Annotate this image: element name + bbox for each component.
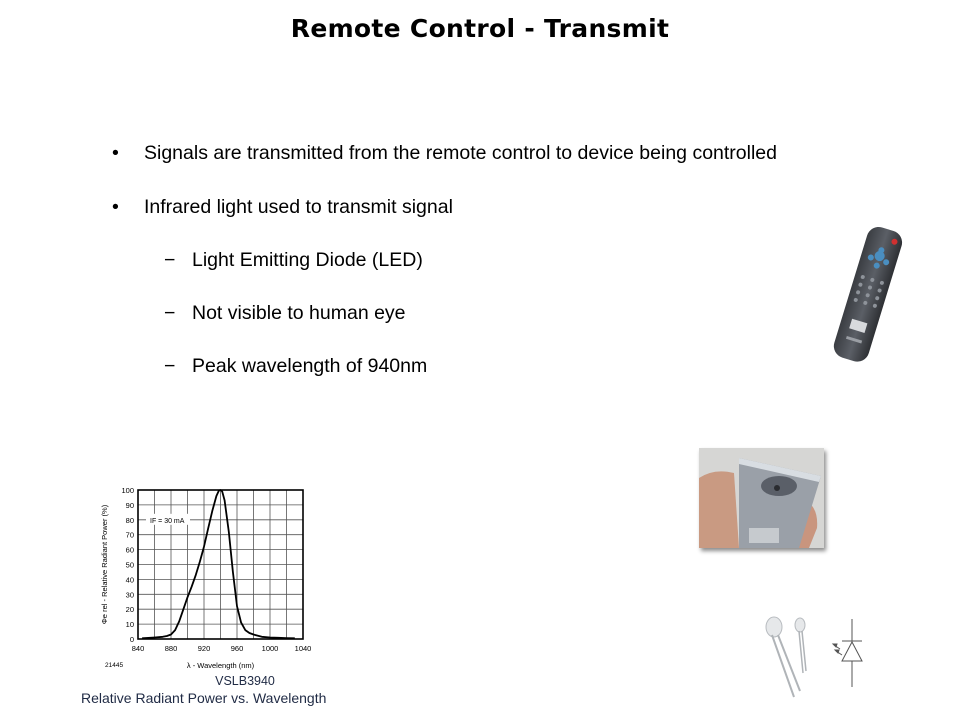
spectrum-curve [142, 489, 295, 640]
svg-text:Φe rel - Relative Radiant Powe: Φe rel - Relative Radiant Power (%) [100, 504, 109, 624]
spectrum-chart: 0 10 20 30 40 50 60 70 80 90 100 840 880 920 960 1000 10… [81, 484, 365, 720]
sub-bullet-text: Not visible to human eye [192, 302, 406, 324]
svg-text:1000: 1000 [262, 644, 279, 653]
svg-text:0: 0 [130, 635, 134, 644]
svg-text:840: 840 [132, 644, 145, 653]
svg-text:IF = 30 mA: IF = 30 mA [150, 518, 185, 525]
svg-text:100: 100 [121, 486, 134, 495]
led-component-icon [765, 616, 807, 698]
svg-text:80: 80 [126, 516, 134, 525]
svg-text:90: 90 [126, 501, 134, 510]
led-image [765, 616, 863, 698]
slide-title: Remote Control - Transmit [290, 14, 670, 43]
svg-text:70: 70 [126, 531, 134, 540]
svg-text:50: 50 [126, 561, 134, 570]
chart-part-number: VSLB3940 [215, 674, 275, 688]
bullet-dot-icon: • [112, 196, 119, 218]
chart-caption: Relative Radiant Power vs. Wavelength [81, 690, 327, 706]
dash-icon: − [164, 355, 176, 377]
bullet-text: Infrared light used to transmit signal [144, 196, 453, 218]
svg-text:60: 60 [126, 546, 134, 555]
remote-ir-emitter-photo [699, 448, 824, 548]
chart-plot: 0 10 20 30 40 50 60 70 80 90 100 840 880 920 960 1000 10… [100, 486, 312, 670]
bullet-text: Signals are transmitted from the remote … [144, 142, 777, 164]
svg-text:21445: 21445 [105, 662, 123, 669]
svg-text:880: 880 [165, 644, 178, 653]
svg-text:10: 10 [126, 620, 134, 629]
diode-symbol-icon [831, 619, 863, 687]
svg-text:20: 20 [126, 605, 134, 614]
remote-control-image [833, 226, 903, 362]
bullet-dot-icon: • [112, 142, 119, 164]
sub-bullet-text: Peak wavelength of 940nm [192, 355, 428, 377]
svg-text:1040: 1040 [295, 644, 312, 653]
svg-text:30: 30 [126, 590, 134, 599]
dash-icon: − [164, 302, 176, 324]
sub-bullet-text: Light Emitting Diode (LED) [192, 249, 423, 271]
svg-text:40: 40 [126, 575, 134, 584]
svg-text:λ - Wavelength (nm): λ - Wavelength (nm) [187, 661, 255, 670]
svg-text:920: 920 [198, 644, 211, 653]
dash-icon: − [164, 249, 176, 271]
svg-text:960: 960 [231, 644, 244, 653]
